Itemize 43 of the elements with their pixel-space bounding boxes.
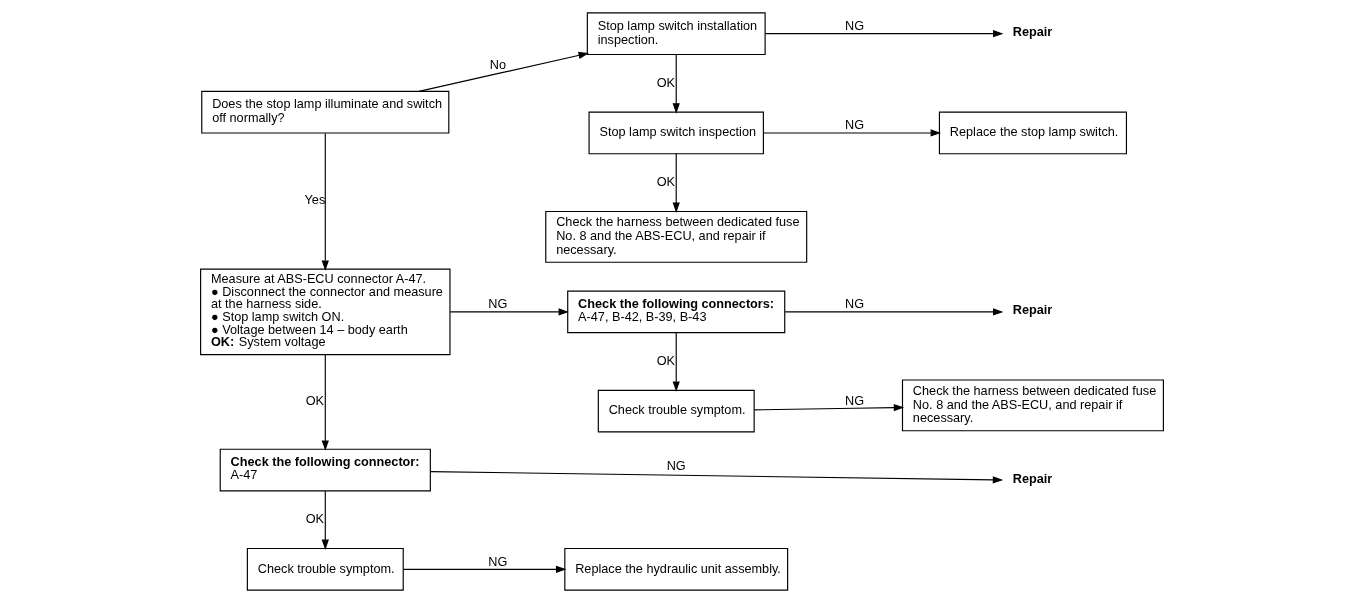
edge-label: No: [489, 58, 506, 73]
arrow: [418, 51, 589, 92]
node-box: Check the harness between dedicated fuse No. 8 and the ABS-ECU, and repair if necessary.: [901, 379, 1164, 432]
node-box: Check trouble symptom.: [246, 547, 404, 591]
node-box: Check the harness between dedicated fuse No. 8 and the ABS-ECU, and repair if necessary.: [545, 210, 808, 263]
node-box: Check trouble symptom.: [597, 389, 755, 433]
edge-label: OK: [656, 75, 676, 90]
edge-label: NG: [845, 118, 865, 133]
node-text: Repair: [1012, 24, 1053, 39]
arrow: [672, 153, 680, 213]
arrow: [429, 471, 1004, 484]
arrow: [321, 490, 329, 550]
edge-label: NG: [845, 297, 865, 312]
node-box: Stop lamp switch installation inspection.: [586, 12, 766, 56]
edge-label: OK: [305, 394, 325, 409]
node-box: Replace the hydraulic unit assembly.: [564, 547, 789, 591]
arrow: [672, 332, 680, 392]
arrow: [449, 308, 569, 316]
edge-label: Yes: [304, 193, 326, 208]
arrow: [753, 404, 905, 412]
edge-label: NG: [845, 394, 865, 409]
node-box: Does the stop lamp illuminate and switch off normally?: [201, 90, 450, 134]
node-text: Repair: [1012, 471, 1053, 486]
arrow: [763, 129, 941, 137]
edge-label: NG: [666, 458, 686, 473]
arrow: [764, 30, 1004, 38]
arrow: [672, 54, 680, 114]
arrow: [321, 354, 329, 451]
edge-label: NG: [488, 554, 508, 569]
arrow: [402, 565, 567, 573]
node-box: Check the following connector: A-47: [219, 448, 431, 492]
edge-label: NG: [488, 297, 508, 312]
edge-label: OK: [656, 353, 676, 368]
arrow: [321, 132, 329, 271]
node-box: Check the following connectors: A-47, B-42, B-39, B-43: [567, 290, 786, 334]
node-box: Measure at ABS-ECU connector A-47. ● Disconnect the connector and measure at the harness side. ● Stop lamp switch ON. ● Voltage between 14 – body earth OK: System voltage: [200, 268, 451, 356]
edge-label: OK: [656, 174, 676, 189]
edge-label: NG: [845, 18, 865, 33]
arrow: [784, 308, 1004, 316]
node-box: Stop lamp switch inspection: [588, 111, 764, 155]
edge-label: OK: [305, 511, 325, 526]
node-box: Replace the stop lamp switch.: [938, 111, 1127, 155]
node-text: Repair: [1012, 302, 1053, 317]
